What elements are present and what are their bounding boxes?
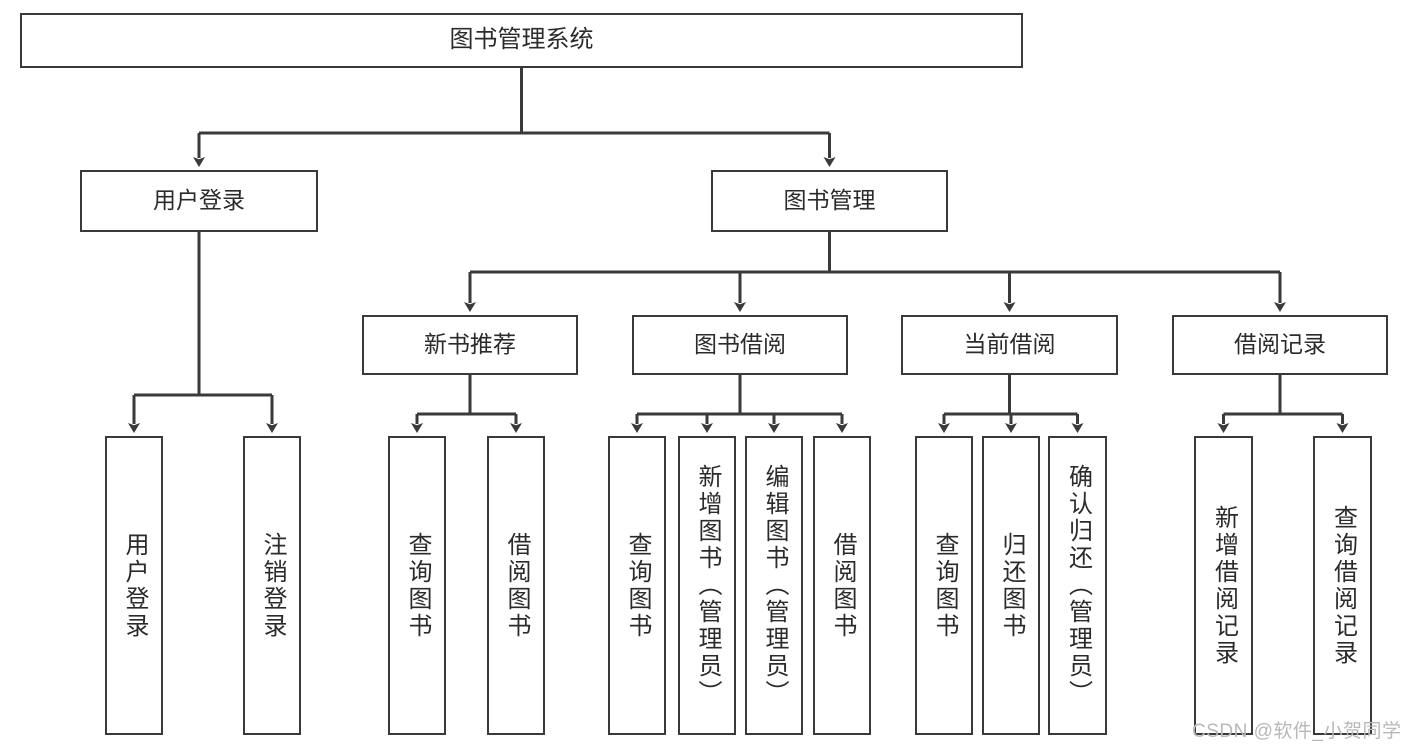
- node-leaf-9-label: 查询图书: [931, 531, 958, 640]
- node-leaf-12[interactable]: 新增借阅记录: [1194, 436, 1253, 735]
- node-leaf-8-label: 借阅图书: [829, 531, 856, 640]
- node-leaf-9[interactable]: 查询图书: [915, 436, 973, 735]
- node-leaf-2[interactable]: 注销登录: [243, 436, 301, 735]
- node-leaf-5[interactable]: 查询图书: [608, 436, 666, 735]
- node-leaf-1[interactable]: 用户登录: [105, 436, 163, 735]
- node-leaf-13[interactable]: 查询借阅记录: [1313, 436, 1372, 735]
- node-root[interactable]: 图书管理系统: [20, 13, 1023, 68]
- node-root-label: 图书管理系统: [449, 26, 594, 54]
- node-level1-2[interactable]: 图书管理: [711, 170, 948, 232]
- node-level2-4-label: 借阅记录: [1234, 331, 1326, 358]
- node-leaf-1-label: 用户登录: [121, 531, 148, 640]
- node-level2-2-label: 图书借阅: [694, 331, 786, 358]
- node-leaf-2-label: 注销登录: [259, 531, 286, 640]
- node-level2-3-label: 当前借阅: [963, 331, 1056, 358]
- node-level2-3[interactable]: 当前借阅: [901, 315, 1118, 375]
- node-leaf-11[interactable]: 确认归还（管理员）: [1048, 436, 1107, 735]
- node-level2-4[interactable]: 借阅记录: [1172, 315, 1388, 375]
- node-leaf-13-label: 查询借阅记录: [1329, 504, 1357, 667]
- node-level1-2-label: 图书管理: [783, 187, 876, 214]
- node-level2-2[interactable]: 图书借阅: [632, 315, 848, 375]
- node-leaf-7[interactable]: 编辑图书（管理员）: [745, 436, 803, 735]
- node-leaf-7-label: 编辑图书（管理员）: [761, 464, 788, 707]
- node-leaf-4-label: 借阅图书: [503, 531, 530, 640]
- node-leaf-3-label: 查询图书: [404, 531, 431, 640]
- node-leaf-6[interactable]: 新增图书（管理员）: [678, 436, 736, 735]
- node-leaf-10-label: 归还图书: [998, 531, 1025, 640]
- node-leaf-6-label: 新增图书（管理员）: [694, 464, 721, 707]
- watermark-text: CSDN @软件_小贺同学: [1192, 721, 1402, 742]
- node-leaf-12-label: 新增借阅记录: [1210, 504, 1238, 667]
- node-leaf-4[interactable]: 借阅图书: [487, 436, 545, 735]
- node-level1-1-label: 用户登录: [153, 187, 245, 214]
- node-level2-1[interactable]: 新书推荐: [362, 315, 578, 375]
- node-level2-1-label: 新书推荐: [424, 331, 516, 358]
- node-leaf-8[interactable]: 借阅图书: [813, 436, 871, 735]
- node-leaf-11-label: 确认归还（管理员）: [1064, 464, 1092, 707]
- node-leaf-5-label: 查询图书: [624, 531, 651, 640]
- node-level1-1[interactable]: 用户登录: [80, 170, 318, 232]
- node-leaf-3[interactable]: 查询图书: [388, 436, 446, 735]
- node-leaf-10[interactable]: 归还图书: [982, 436, 1040, 735]
